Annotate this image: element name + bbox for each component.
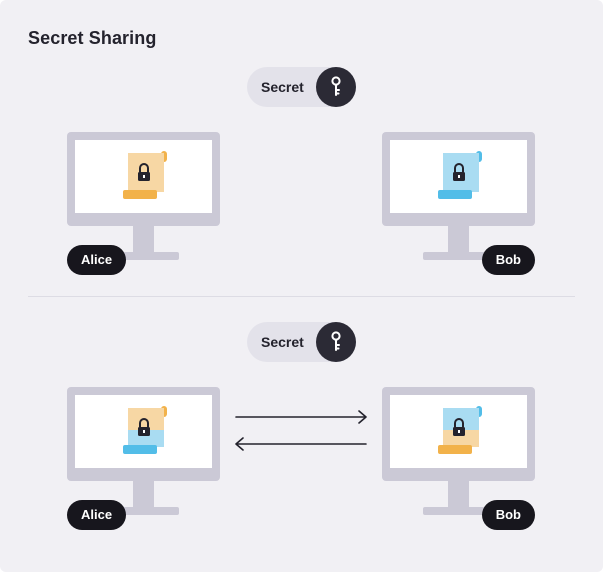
scroll-lock-icon [121, 406, 167, 463]
alice-badge: Alice [67, 500, 127, 530]
secret-pill-top: Secret [247, 67, 356, 107]
bob-badge: Bob [481, 500, 535, 530]
alice-monitor-top: Alice [67, 132, 220, 275]
bob-monitor-bottom: Bob [382, 387, 535, 530]
scroll-lock-icon [436, 406, 482, 463]
bob-badge: Bob [481, 245, 535, 275]
exchange-arrows-icon [235, 410, 367, 451]
secret-pill-bottom: Secret [247, 322, 356, 362]
section-divider [28, 296, 575, 297]
key-icon [316, 67, 356, 107]
secret-label: Secret [261, 334, 304, 350]
key-icon [316, 322, 356, 362]
alice-monitor-bottom: Alice [67, 387, 220, 530]
scroll-lock-icon [436, 151, 482, 208]
diagram-title: Secret Sharing [28, 28, 157, 48]
bob-monitor-top: Bob [382, 132, 535, 275]
secret-label: Secret [261, 79, 304, 95]
scroll-lock-icon [121, 151, 167, 208]
alice-badge: Alice [67, 245, 127, 275]
